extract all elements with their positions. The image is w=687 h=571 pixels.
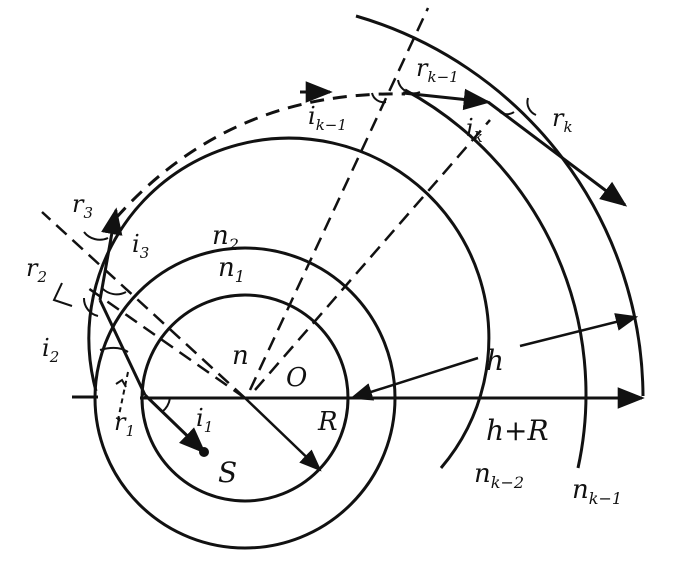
label-i3: i3 xyxy=(132,230,149,262)
label-h-plus-R: h+R xyxy=(486,414,549,447)
angle-arc-rk xyxy=(526,97,537,116)
r1-leader xyxy=(117,371,129,421)
normal-to-ik1 xyxy=(248,7,430,391)
dashed-ray-path xyxy=(114,92,406,219)
ray-segment-rk xyxy=(487,100,628,207)
normal-to-ik xyxy=(254,119,491,391)
label-r2: r2 xyxy=(26,254,47,286)
label-n1: n1 xyxy=(218,253,245,286)
label-n: n xyxy=(232,341,249,371)
label-r1: r1 xyxy=(114,408,135,440)
label-R: R xyxy=(317,407,338,437)
label-nk1: nk−1 xyxy=(572,475,622,508)
label-ik: ik xyxy=(466,114,483,146)
label-rk1: rk−1 xyxy=(416,54,459,86)
h-arrow-left xyxy=(349,356,479,401)
normal-to-i3 xyxy=(41,211,246,399)
normal-to-i2 xyxy=(87,286,246,400)
label-rk: rk xyxy=(552,104,573,136)
h-arrow-right xyxy=(519,313,639,348)
ray-segment-r1 xyxy=(98,299,147,396)
angle-arc-ik xyxy=(499,111,515,116)
label-O: O xyxy=(286,363,307,393)
angle-arc-i3 xyxy=(101,287,127,296)
ray-segment-r2 xyxy=(98,207,123,301)
label-ik1: ik−1 xyxy=(308,102,347,134)
angle-arc-r2 xyxy=(82,297,99,317)
radius-R-arrow xyxy=(244,397,322,472)
label-h: h xyxy=(486,344,504,377)
layer-nk2-arc xyxy=(404,88,588,469)
label-r3: r3 xyxy=(72,190,93,222)
r2-bracket xyxy=(52,282,73,307)
angle-arc-i1 xyxy=(161,397,171,413)
source-point-S xyxy=(199,447,209,457)
label-i2: i2 xyxy=(42,334,59,366)
angle-arc-r3 xyxy=(83,231,109,241)
label-i1: i1 xyxy=(196,404,213,436)
ray-segment-i1 xyxy=(143,393,206,454)
r1-tick xyxy=(115,378,127,388)
angle-arc-rk1 xyxy=(397,79,421,95)
label-n2: n2 xyxy=(212,221,239,254)
label-S: S xyxy=(218,456,237,489)
angle-arc-ik1 xyxy=(371,92,387,104)
angle-arc-i2 xyxy=(99,346,129,353)
layer-nk1-arc xyxy=(355,14,645,397)
layer-n2-arc xyxy=(87,136,491,469)
label-nk2: nk−2 xyxy=(474,459,524,492)
ray-segment-rk1 xyxy=(402,88,491,111)
